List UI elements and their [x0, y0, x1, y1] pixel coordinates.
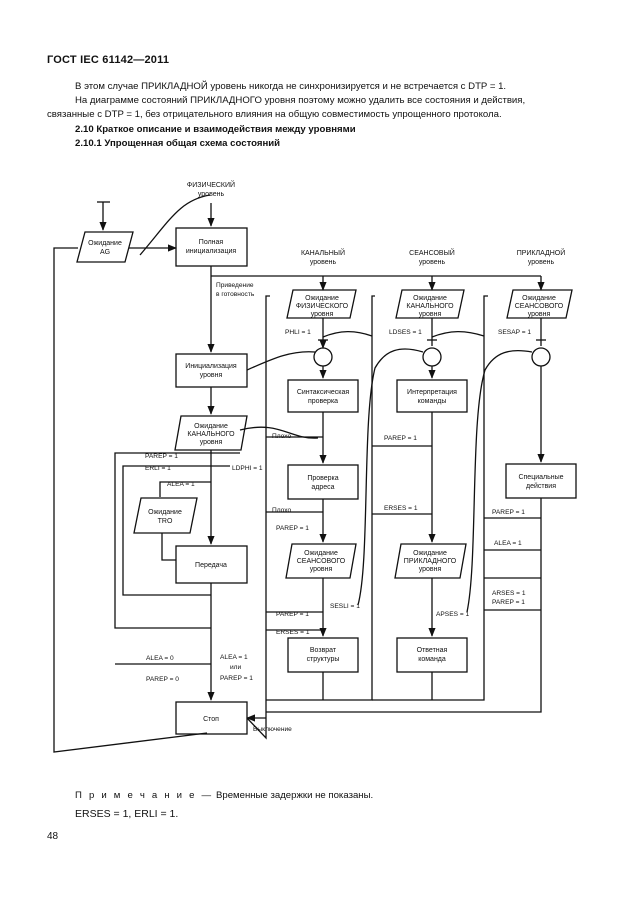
- wait-app-col-l2: СЕАНСОВОГО: [515, 303, 564, 310]
- box-interp-l2: команды: [418, 398, 447, 405]
- box-transfer: Передача: [195, 562, 227, 569]
- wait-link-l2: КАНАЛЬНОГО: [187, 431, 235, 438]
- box-syntax-l2: проверка: [308, 398, 338, 405]
- wait-phys-l3: уровня: [311, 311, 334, 318]
- box-syntax-l1: Синтаксическая: [297, 389, 350, 396]
- document-header: ГОСТ IEC 61142—2011: [47, 54, 170, 66]
- wait-link-l3: уровня: [200, 439, 223, 446]
- col-session-l1: СЕАНСОВЫЙ: [409, 248, 455, 257]
- label-bad-1: Плохо: [272, 433, 291, 440]
- col-session-l2: уровень: [419, 259, 446, 266]
- col-app-l2: уровень: [528, 259, 555, 266]
- label-parep-link-1: PAREP = 1: [276, 525, 309, 532]
- box-init-level-l1: Инициализация: [185, 363, 237, 370]
- wait-sess-col-l1: Ожидание: [413, 295, 447, 302]
- label-alea-0: ALEA = 0: [146, 655, 174, 662]
- wait-app-col-l1: Ожидание: [522, 295, 556, 302]
- label-erses-sess: ERSES = 1: [384, 505, 418, 512]
- box-answer-l2: команда: [418, 656, 446, 663]
- wait-phys-l1: Ожидание: [305, 295, 339, 302]
- label-sesli: SESLI = 1: [330, 603, 360, 610]
- box-addr-l2: адреса: [311, 484, 334, 491]
- wait-app-l2: ПРИКЛАДНОГО: [404, 558, 457, 565]
- footnote: П р и м е ч а н и е — Временные задержки…: [75, 790, 373, 801]
- label-alea-or-l1: ALEA = 1: [220, 654, 248, 661]
- col-phys-l2: уровень: [198, 191, 225, 198]
- col-link-l2: уровень: [310, 259, 337, 266]
- box-special-l1: Специальные: [518, 474, 563, 481]
- box-wait-ag-l1: Ожидание: [88, 240, 122, 247]
- wait-app-l1: Ожидание: [413, 550, 447, 557]
- label-parep-phys: PAREP = 1: [145, 453, 178, 460]
- label-apses: APSES = 1: [436, 611, 470, 618]
- page-number: 48: [47, 831, 59, 842]
- box-wait-tro-l1: Ожидание: [148, 509, 182, 516]
- box-special-l2: действия: [526, 482, 556, 490]
- label-ldses: LDSES = 1: [389, 329, 422, 336]
- wait-session-l3: уровня: [310, 566, 333, 573]
- wait-session-l1: Ожидание: [304, 550, 338, 557]
- box-stop: Стоп: [203, 716, 219, 723]
- label-alea-1: ALEA = 1: [167, 481, 195, 488]
- box-wait-ag-l2: AG: [100, 249, 110, 256]
- label-ready-l1: Приведение: [216, 282, 254, 289]
- paragraph-1: В этом случае ПРИКЛАДНОЙ уровень никогда…: [75, 81, 507, 92]
- box-return-l2: структуры: [307, 656, 340, 663]
- label-alea-or-l3: PAREP = 1: [220, 675, 253, 682]
- box-interp-l1: Интерпретация: [407, 389, 457, 396]
- label-shutdown: Выключение: [253, 726, 292, 733]
- box-answer-l1: Ответная: [417, 647, 448, 654]
- wait-phys-l2: ФИЗИЧЕСКОГО: [296, 303, 349, 310]
- label-ldphi: LDPHI = 1: [232, 465, 263, 472]
- label-parep-app: PAREP = 1: [492, 509, 525, 516]
- label-erli: ERLI = 1: [145, 465, 171, 472]
- note-text: Временные задержки не показаны.: [213, 790, 374, 801]
- box-init-level-l2: уровня: [200, 372, 223, 379]
- label-phli: PHLI = 1: [285, 329, 311, 336]
- section-heading-2-10: 2.10 Краткое описание и взаимодействия м…: [75, 124, 356, 135]
- label-sesap: SESAP = 1: [498, 329, 531, 336]
- col-link-l1: КАНАЛЬНЫЙ: [301, 248, 345, 257]
- label-parep-link-2: PAREP = 1: [276, 611, 309, 618]
- paragraph-2-line-1: На диаграмме состояний ПРИКЛАДНОГО уровн…: [75, 95, 526, 106]
- note-prefix: П р и м е ч а н и е —: [75, 790, 214, 801]
- box-full-init-l1: Полная: [199, 239, 224, 246]
- paragraph-2-line-2: связанные с DTP = 1, без отрицательного …: [47, 109, 502, 120]
- wait-session-l2: СЕАНСОВОГО: [297, 558, 346, 565]
- col-app-l1: ПРИКЛАДНОЙ: [517, 248, 566, 257]
- label-parep-sess-1: PAREP = 1: [384, 435, 417, 442]
- label-parep-app-2: PAREP = 1: [492, 599, 525, 606]
- box-addr-l1: Проверка: [307, 475, 338, 482]
- box-wait-tro-l2: TRO: [158, 518, 173, 525]
- label-parep-0: PAREP = 0: [146, 676, 179, 683]
- label-arses: ARSES = 1: [492, 590, 526, 597]
- wait-sess-col-l2: КАНАЛЬНОГО: [406, 303, 454, 310]
- label-alea-or-l2: или: [230, 664, 242, 671]
- box-full-init-l2: инициализация: [186, 248, 237, 255]
- label-erses-link: ERSES = 1: [276, 629, 310, 636]
- box-return-l1: Возврат: [310, 647, 337, 654]
- equation-line: ERSES = 1, ERLI = 1.: [75, 808, 179, 820]
- section-heading-2-10-1: 2.10.1 Упрощенная общая схема состояний: [75, 138, 281, 149]
- wait-app-col-l3: уровня: [528, 311, 551, 318]
- wait-app-l3: уровня: [419, 566, 442, 573]
- label-alea-app: ALEA = 1: [494, 540, 522, 547]
- label-bad-2: Плохо: [272, 507, 291, 514]
- wait-link-l1: Ожидание: [194, 423, 228, 430]
- wait-sess-col-l3: уровня: [419, 311, 442, 318]
- label-ready-l2: в готовность: [216, 291, 255, 298]
- col-phys-l1: ФИЗИЧЕСКИЙ: [187, 180, 235, 189]
